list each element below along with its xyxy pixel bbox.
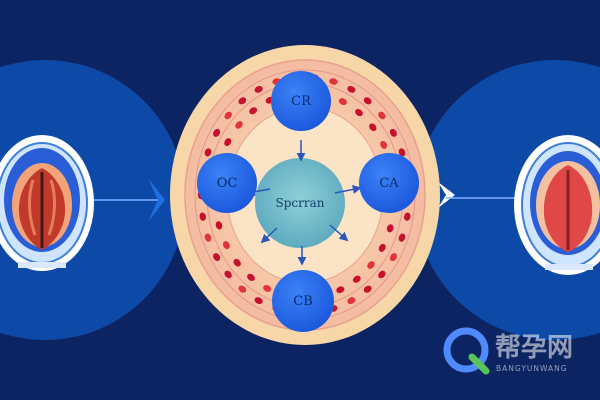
watermark: 帮孕网 BANGYUNWANG bbox=[443, 327, 573, 375]
vessel-dot bbox=[363, 285, 372, 293]
watermark-logo-icon bbox=[443, 327, 490, 375]
vessel-dot bbox=[263, 285, 272, 292]
vessel-dot bbox=[215, 221, 223, 230]
node-right: CA bbox=[359, 153, 419, 213]
vessel-dot bbox=[238, 97, 247, 105]
vessel-dot bbox=[403, 212, 411, 221]
vessel-dot bbox=[336, 286, 345, 294]
vessel-dot bbox=[369, 123, 377, 132]
vessel-dot bbox=[254, 85, 263, 93]
vessel-dot bbox=[347, 85, 356, 93]
right-panel bbox=[415, 60, 600, 340]
vessel-dot bbox=[389, 128, 397, 137]
vessel-dot bbox=[213, 128, 221, 137]
vessel-dot bbox=[367, 261, 375, 269]
vessel-dot bbox=[338, 98, 347, 105]
left-panel bbox=[0, 60, 185, 340]
vessel-dot bbox=[378, 270, 386, 279]
vessel-dot bbox=[249, 107, 258, 115]
vessel-dot bbox=[329, 78, 338, 85]
arrow-lower-right bbox=[329, 224, 349, 242]
vessel-dot bbox=[389, 253, 397, 262]
left-chevron bbox=[148, 178, 165, 222]
node-top-label: CR bbox=[291, 94, 312, 109]
vessel-dot bbox=[380, 140, 388, 149]
left-organ-icon bbox=[4, 148, 80, 268]
vessel-dot bbox=[247, 273, 255, 281]
vessel-dot bbox=[398, 233, 406, 242]
node-top: CR bbox=[271, 71, 331, 131]
vessel-dot bbox=[347, 297, 356, 305]
node-left: OC bbox=[197, 153, 257, 213]
vessel-dot bbox=[352, 275, 361, 283]
vessel-dot bbox=[233, 258, 241, 267]
vessel-dot bbox=[199, 212, 207, 221]
node-left-label: OC bbox=[217, 176, 238, 191]
center-circle bbox=[255, 158, 345, 248]
vessel-dot bbox=[254, 297, 263, 305]
vessel-dot bbox=[204, 233, 212, 242]
vessel-dot bbox=[398, 148, 406, 157]
watermark-subtitle: BANGYUNWANG bbox=[496, 364, 568, 373]
arrow-right bbox=[334, 184, 362, 194]
vessel-dot bbox=[224, 270, 232, 279]
central-diagram: Spcrran CR OC CA CB bbox=[170, 45, 440, 345]
vessel-dot bbox=[235, 121, 243, 129]
vessel-dot bbox=[355, 109, 363, 117]
vessel-dot bbox=[378, 111, 386, 120]
vessel-dot bbox=[386, 224, 394, 233]
vessel-dot bbox=[224, 138, 232, 147]
right-organ-icon bbox=[530, 151, 600, 270]
vessel-dot bbox=[363, 97, 372, 105]
vessel-dot bbox=[238, 285, 247, 293]
vessel-dot bbox=[378, 243, 386, 252]
right-chevron bbox=[438, 182, 455, 208]
vessel-dot bbox=[224, 111, 232, 120]
arrow-lower-left bbox=[260, 227, 278, 244]
center-label: Spcrran bbox=[276, 196, 325, 210]
node-right-label: CA bbox=[379, 176, 399, 191]
vessel-dot bbox=[222, 241, 230, 250]
node-bottom: CB bbox=[272, 270, 334, 332]
watermark-title: 帮孕网 bbox=[495, 333, 573, 363]
vessel-dot bbox=[213, 253, 221, 262]
vessel-dot bbox=[204, 148, 212, 157]
node-bottom-label: CB bbox=[293, 294, 313, 309]
